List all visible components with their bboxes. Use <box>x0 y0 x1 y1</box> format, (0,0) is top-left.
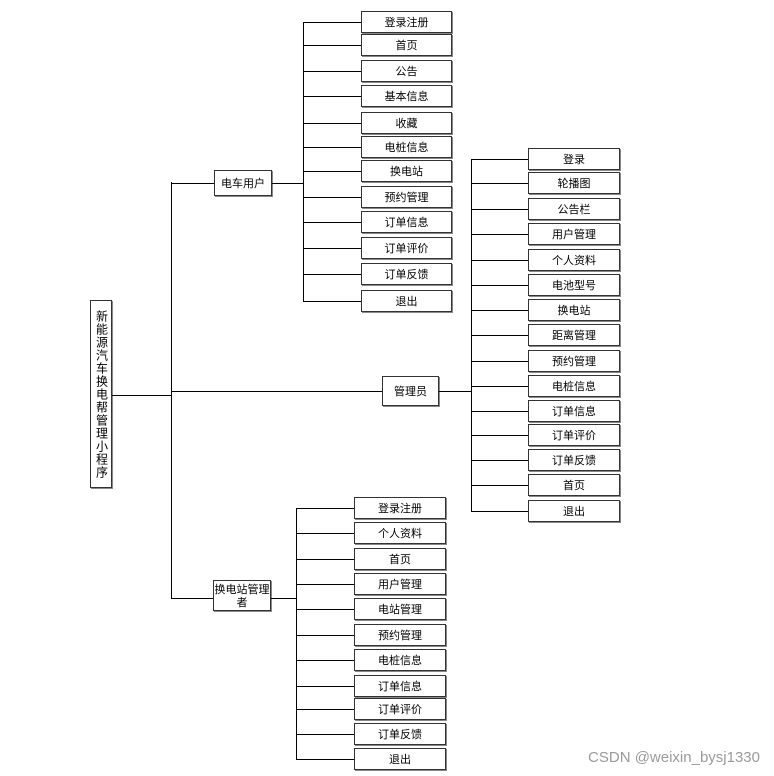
leaf-node: 个人资料 <box>354 522 446 544</box>
leaf-connector <box>471 209 528 210</box>
leaf-node: 换电站 <box>361 160 452 182</box>
bracket-line <box>303 22 304 301</box>
leaf-node: 公告栏 <box>528 198 620 220</box>
leaf-node: 预约管理 <box>354 624 446 646</box>
leaf-node: 电桩信息 <box>528 375 620 397</box>
branch-connector <box>172 183 214 184</box>
leaf-node: 订单评价 <box>361 237 452 259</box>
leaf-node: 电池型号 <box>528 274 620 296</box>
branch-node-car_user: 电车用户 <box>214 170 272 196</box>
leaf-node: 个人资料 <box>528 249 620 271</box>
leaf-connector <box>471 159 528 160</box>
leaf-node: 登录 <box>528 148 620 170</box>
leaf-connector <box>471 411 528 412</box>
leaf-connector <box>303 171 361 172</box>
leaf-node: 预约管理 <box>361 186 452 208</box>
leaf-connector <box>471 183 528 184</box>
leaf-connector <box>471 310 528 311</box>
leaf-node: 用户管理 <box>354 573 446 595</box>
leaf-node: 退出 <box>528 500 620 522</box>
leaf-connector <box>303 248 361 249</box>
leaf-connector <box>296 635 354 636</box>
branch-to-bracket <box>271 598 296 599</box>
leaf-node: 距离管理 <box>528 324 620 346</box>
leaf-node: 电桩信息 <box>361 136 452 158</box>
leaf-connector <box>296 559 354 560</box>
leaf-connector <box>303 197 361 198</box>
root-label: 新能源汽车换电帮管理小程序 <box>94 309 109 479</box>
leaf-connector <box>296 609 354 610</box>
leaf-node: 订单评价 <box>528 424 620 446</box>
leaf-connector <box>471 285 528 286</box>
leaf-connector <box>296 660 354 661</box>
leaf-node: 公告 <box>361 60 452 82</box>
leaf-connector <box>303 45 361 46</box>
leaf-connector <box>296 584 354 585</box>
leaf-node: 订单信息 <box>361 211 452 233</box>
leaf-connector <box>296 759 354 760</box>
leaf-connector <box>303 274 361 275</box>
leaf-connector <box>471 460 528 461</box>
leaf-node: 电桩信息 <box>354 649 446 671</box>
leaf-node: 订单评价 <box>354 698 446 720</box>
leaf-connector <box>296 533 354 534</box>
leaf-connector <box>471 386 528 387</box>
leaf-connector <box>471 435 528 436</box>
leaf-node: 订单信息 <box>354 675 446 697</box>
leaf-node: 首页 <box>354 548 446 570</box>
branch-node-station_manager: 换电站管理者 <box>213 580 271 611</box>
leaf-node: 退出 <box>361 290 452 312</box>
leaf-connector <box>303 123 361 124</box>
leaf-connector <box>303 147 361 148</box>
leaf-connector <box>471 485 528 486</box>
branch-to-bracket <box>272 183 303 184</box>
root-node: 新能源汽车换电帮管理小程序 <box>90 300 112 488</box>
leaf-node: 电站管理 <box>354 598 446 620</box>
leaf-connector <box>303 22 361 23</box>
branch-connector <box>172 598 213 599</box>
leaf-connector <box>471 234 528 235</box>
main-trunk <box>171 182 172 599</box>
leaf-connector <box>296 709 354 710</box>
leaf-node: 首页 <box>528 474 620 496</box>
leaf-connector <box>303 71 361 72</box>
branch-to-bracket <box>439 391 471 392</box>
leaf-connector <box>296 734 354 735</box>
leaf-node: 订单反馈 <box>354 723 446 745</box>
leaf-connector <box>296 508 354 509</box>
leaf-node: 换电站 <box>528 299 620 321</box>
leaf-connector <box>471 361 528 362</box>
leaf-node: 退出 <box>354 748 446 770</box>
leaf-connector <box>303 96 361 97</box>
root-connector <box>112 395 172 396</box>
leaf-node: 登录注册 <box>354 497 446 519</box>
bracket-line <box>296 508 297 759</box>
leaf-connector <box>303 301 361 302</box>
branch-node-admin: 管理员 <box>382 376 439 406</box>
leaf-connector <box>471 335 528 336</box>
leaf-node: 订单反馈 <box>528 449 620 471</box>
leaf-node: 基本信息 <box>361 85 452 107</box>
watermark: CSDN @weixin_bysj1330 <box>588 749 760 766</box>
leaf-node: 收藏 <box>361 112 452 134</box>
leaf-node: 用户管理 <box>528 223 620 245</box>
leaf-node: 首页 <box>361 34 452 56</box>
leaf-node: 订单信息 <box>528 400 620 422</box>
leaf-connector <box>303 222 361 223</box>
leaf-connector <box>471 511 528 512</box>
leaf-node: 登录注册 <box>361 11 452 33</box>
leaf-node: 预约管理 <box>528 350 620 372</box>
leaf-node: 轮播图 <box>528 172 620 194</box>
leaf-connector <box>471 260 528 261</box>
leaf-connector <box>296 686 354 687</box>
branch-connector <box>172 391 382 392</box>
leaf-node: 订单反馈 <box>361 263 452 285</box>
